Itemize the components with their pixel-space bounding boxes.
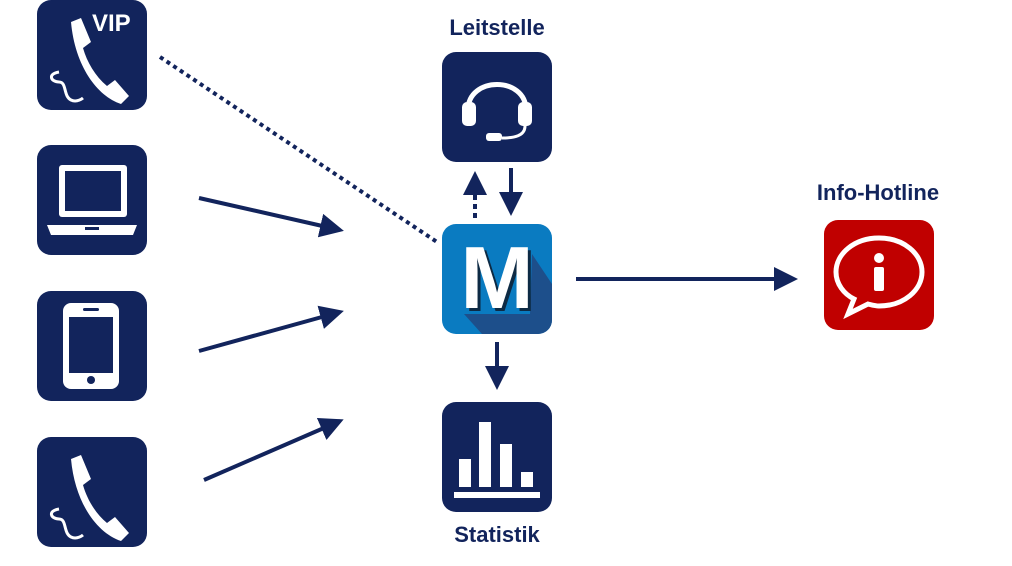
mobiles-center-tile[interactable]: M [442,224,552,334]
laptop-arrow [198,196,344,238]
laptop-icon [47,165,137,235]
m-logo-icon [464,254,552,334]
phone-icon [50,18,129,104]
statistics-tile[interactable] [442,402,552,512]
laptop-tile[interactable] [37,145,147,255]
headset-icon [462,82,532,141]
hotline-tile[interactable] [824,220,934,330]
vip-label: VIP [92,10,131,37]
center-m-letter: M [460,228,534,327]
phone-tile[interactable] [37,437,147,547]
vip-dotted-connector [158,55,439,244]
hotline-label: Info-Hotline [816,180,940,205]
statistics-label: Statistik [454,522,540,547]
bar-chart-icon [454,422,540,498]
smartphone-icon [63,303,119,389]
tablet-tile[interactable] [37,291,147,401]
phone-icon [50,455,129,541]
dispatch-label: Leitstelle [449,15,545,40]
info-speech-bubble-icon [833,235,925,320]
vip-phone-tile[interactable]: VIP [37,0,147,110]
tablet-arrow [198,305,344,353]
phone-arrow [203,417,344,482]
dispatch-tile[interactable] [442,52,552,162]
